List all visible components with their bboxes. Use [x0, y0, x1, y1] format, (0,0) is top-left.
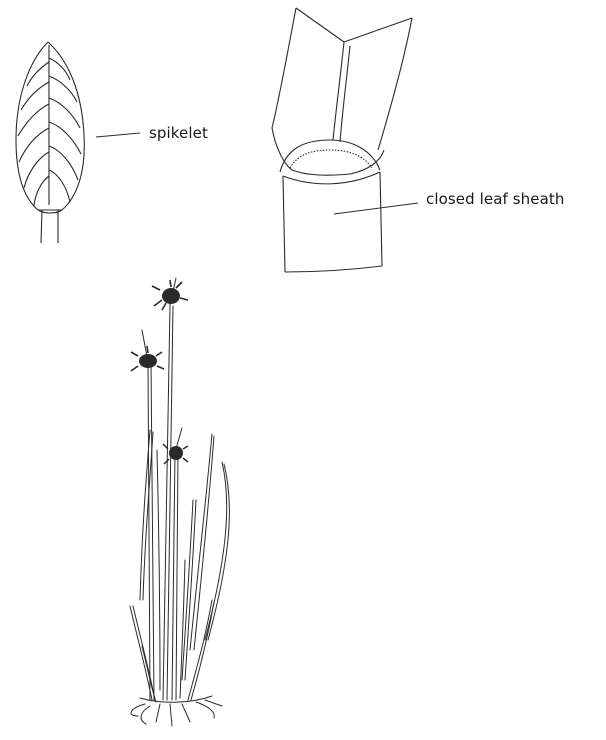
leaf-sheath-drawing — [272, 8, 412, 272]
closed-leaf-sheath-label: closed leaf sheath — [426, 190, 565, 208]
spikelet-label: spikelet — [149, 124, 208, 142]
spikelet-drawing — [16, 42, 84, 243]
flower-head-lower — [163, 444, 188, 464]
sheath-leader-line — [334, 203, 418, 214]
flower-head-left — [131, 346, 164, 371]
whole-plant-drawing — [130, 278, 229, 726]
spikelet-leader-line — [96, 133, 140, 137]
